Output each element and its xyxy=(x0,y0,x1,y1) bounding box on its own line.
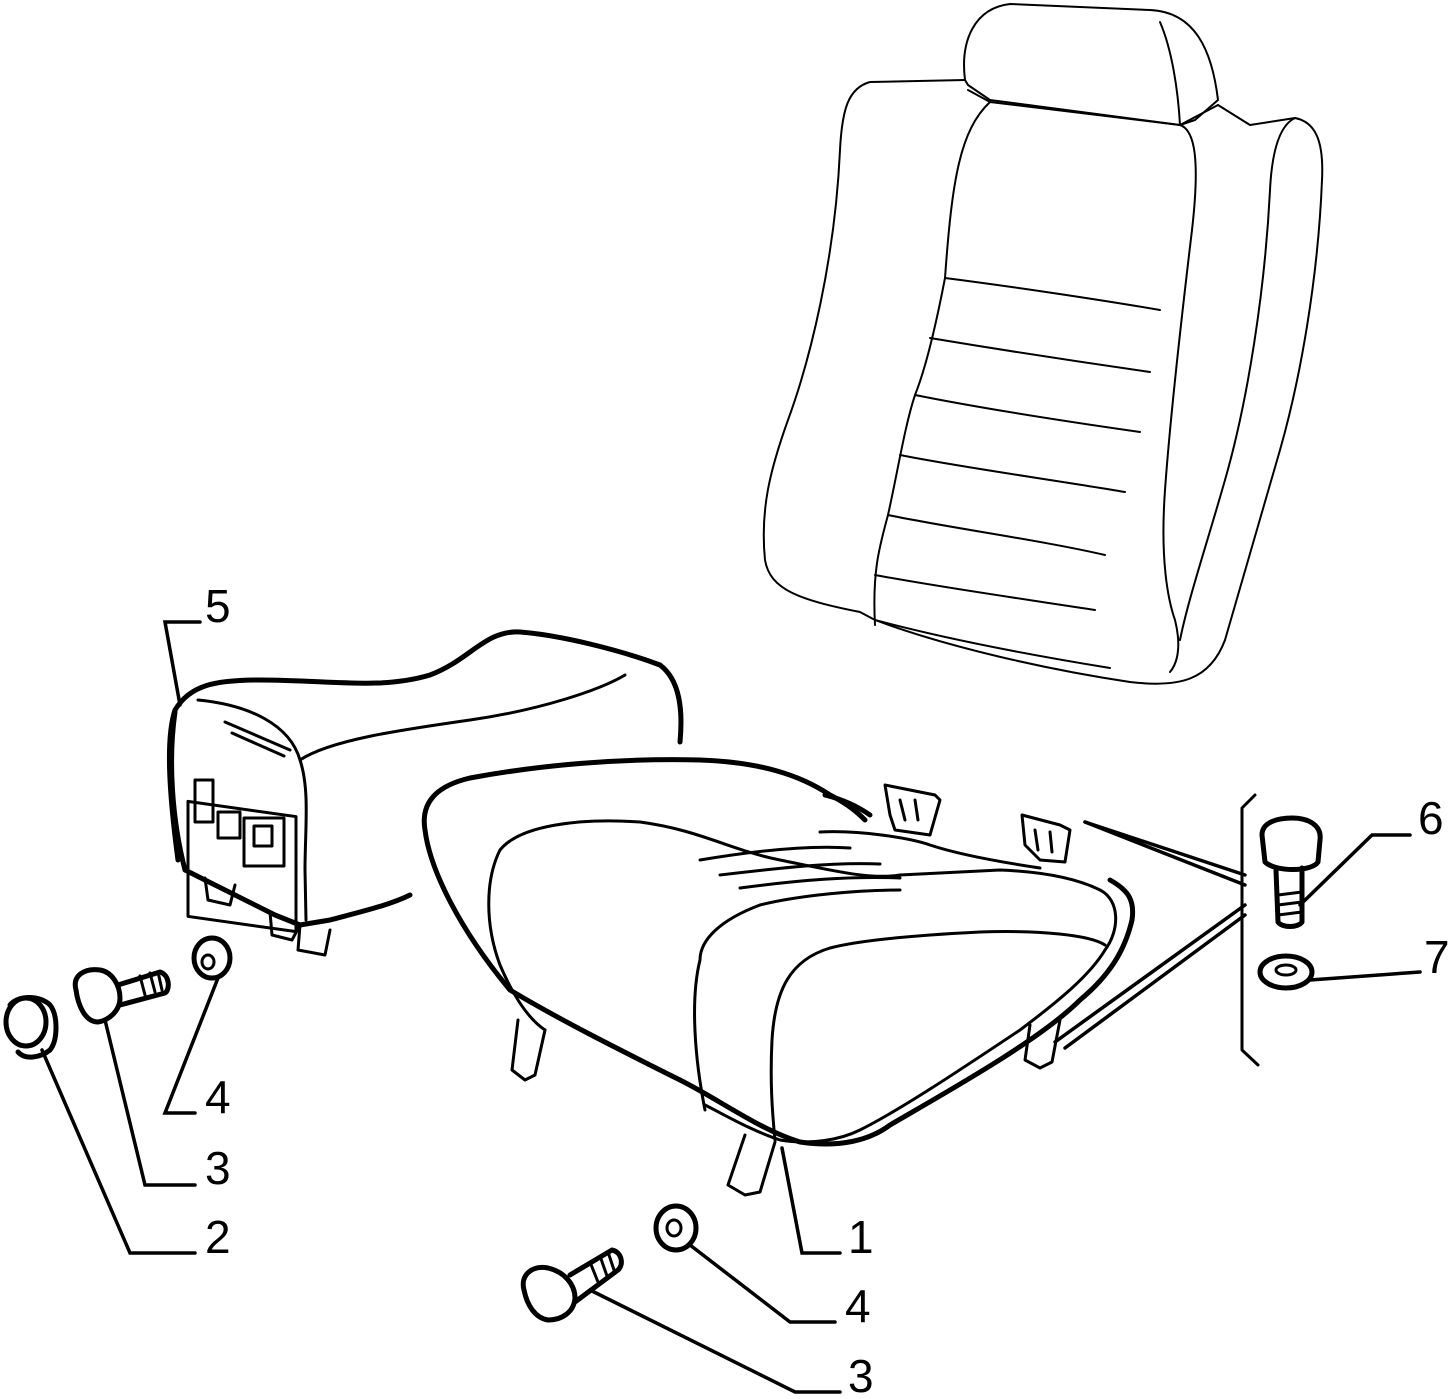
cushion-left-trim-strip xyxy=(822,792,873,818)
cushion-right-bolster-inner xyxy=(769,930,1107,1142)
trim-bottom-edge xyxy=(202,877,413,928)
label-1: 1 xyxy=(848,1211,874,1263)
leader-1 xyxy=(780,1146,842,1255)
part-3-screw-bottom xyxy=(520,1247,624,1323)
backrest-pleat-2 xyxy=(929,337,1151,373)
part-2-plug-cap xyxy=(3,995,59,1060)
screw-bottom-threads xyxy=(588,1250,616,1284)
cushion-pleat-1 xyxy=(698,845,852,862)
part-3-screw-left xyxy=(72,967,171,1025)
front-foot-left xyxy=(510,1018,547,1082)
parts-6-7-detail xyxy=(1240,793,1323,1067)
leader-4a xyxy=(162,976,220,1115)
trim-inner-contour xyxy=(196,673,627,922)
backrest-outer-shell xyxy=(762,79,1324,685)
screw-bottom-shank xyxy=(567,1247,624,1305)
switch-knob xyxy=(252,824,274,848)
leader-5 xyxy=(162,620,202,707)
leader-7 xyxy=(1308,970,1422,982)
part-4-washer-left xyxy=(191,935,233,981)
leader-3a xyxy=(103,1018,197,1187)
backrest-side-bolster-seam xyxy=(1179,117,1296,641)
washer-left-outer xyxy=(191,935,233,981)
washer-7-outer xyxy=(1257,953,1315,991)
switch-slot-2 xyxy=(216,810,242,840)
trim-left-edge xyxy=(169,709,208,883)
rear-bracket-left xyxy=(883,783,942,837)
leader-3b xyxy=(588,1288,842,1394)
bolt-6-head xyxy=(1259,815,1323,872)
detail-bracket xyxy=(1240,793,1260,1067)
trim-foot-1 xyxy=(203,876,237,907)
washer-bottom-hole xyxy=(665,1218,683,1238)
backrest-pleat-6 xyxy=(874,574,1096,611)
part-4-washer-bottom xyxy=(653,1203,699,1253)
plug-cap-body xyxy=(7,995,59,1060)
leader-bolt-3 xyxy=(1053,903,1247,1044)
backrest-pleat-3 xyxy=(914,394,1141,433)
label-2: 2 xyxy=(205,1211,231,1263)
backrest-lower-edge xyxy=(874,619,1111,669)
rear-bracket-right xyxy=(1020,813,1072,864)
cushion-back-seam xyxy=(818,830,1042,870)
bolt-6-shank xyxy=(1273,865,1305,929)
cushion-left-bolster xyxy=(487,848,547,1032)
backrest-pleat-1 xyxy=(944,277,1161,311)
leader-6 xyxy=(1298,833,1412,907)
callout-labels: 5 6 7 4 3 2 1 4 3 xyxy=(205,580,1450,1399)
backrest-pleat-5 xyxy=(887,514,1106,556)
switch-panel-frame xyxy=(186,799,298,934)
backrest-headrest xyxy=(963,3,1219,126)
label-5: 5 xyxy=(205,580,231,632)
label-6: 6 xyxy=(1418,792,1444,844)
screw-left-shank xyxy=(115,969,171,1008)
trim-foot-2 xyxy=(268,910,302,942)
cushion-front-panel xyxy=(498,819,1118,1144)
part-5-side-trim xyxy=(166,629,684,957)
leader-2 xyxy=(40,1048,197,1255)
leader-lines xyxy=(40,620,1422,1394)
label-7: 7 xyxy=(1424,931,1450,983)
screw-left-head xyxy=(72,967,123,1025)
washer-bottom-outer xyxy=(653,1203,699,1253)
headrest-seam xyxy=(1159,21,1181,126)
seat-backrest xyxy=(762,3,1324,685)
label-4a: 4 xyxy=(205,1071,231,1123)
bolt-6-threads xyxy=(1276,890,1304,917)
leader-bolt-4 xyxy=(1063,913,1247,1050)
leader-4b xyxy=(688,1243,837,1324)
cushion-pleat-3 xyxy=(738,875,902,890)
cushion-right-bolster xyxy=(693,888,902,1112)
label-4b: 4 xyxy=(845,1280,871,1332)
backrest-pleat-4 xyxy=(899,454,1126,493)
label-3b: 3 xyxy=(848,1350,874,1399)
screw-left-threads xyxy=(138,970,164,997)
label-3a: 3 xyxy=(205,1142,231,1194)
front-foot-right xyxy=(1023,1018,1062,1070)
front-foot-center xyxy=(726,1133,777,1197)
backrest-inner-panel xyxy=(873,101,1197,673)
trim-foot-3 xyxy=(296,923,332,957)
switch-slot-1 xyxy=(193,778,215,824)
headrest-bottom-seam xyxy=(967,89,1219,126)
leader-bolt-2 xyxy=(1083,820,1247,877)
washer-7-hole xyxy=(1274,963,1298,977)
cushion-pleat-2 xyxy=(718,862,882,877)
screw-bottom-head xyxy=(520,1264,578,1323)
trim-upper-groove xyxy=(223,720,292,752)
part-1-seat-cushion xyxy=(421,757,1136,1197)
switch-slot-3 xyxy=(242,816,286,868)
trim-upper-groove-2 xyxy=(230,731,286,758)
washer-left-hole xyxy=(200,953,216,971)
